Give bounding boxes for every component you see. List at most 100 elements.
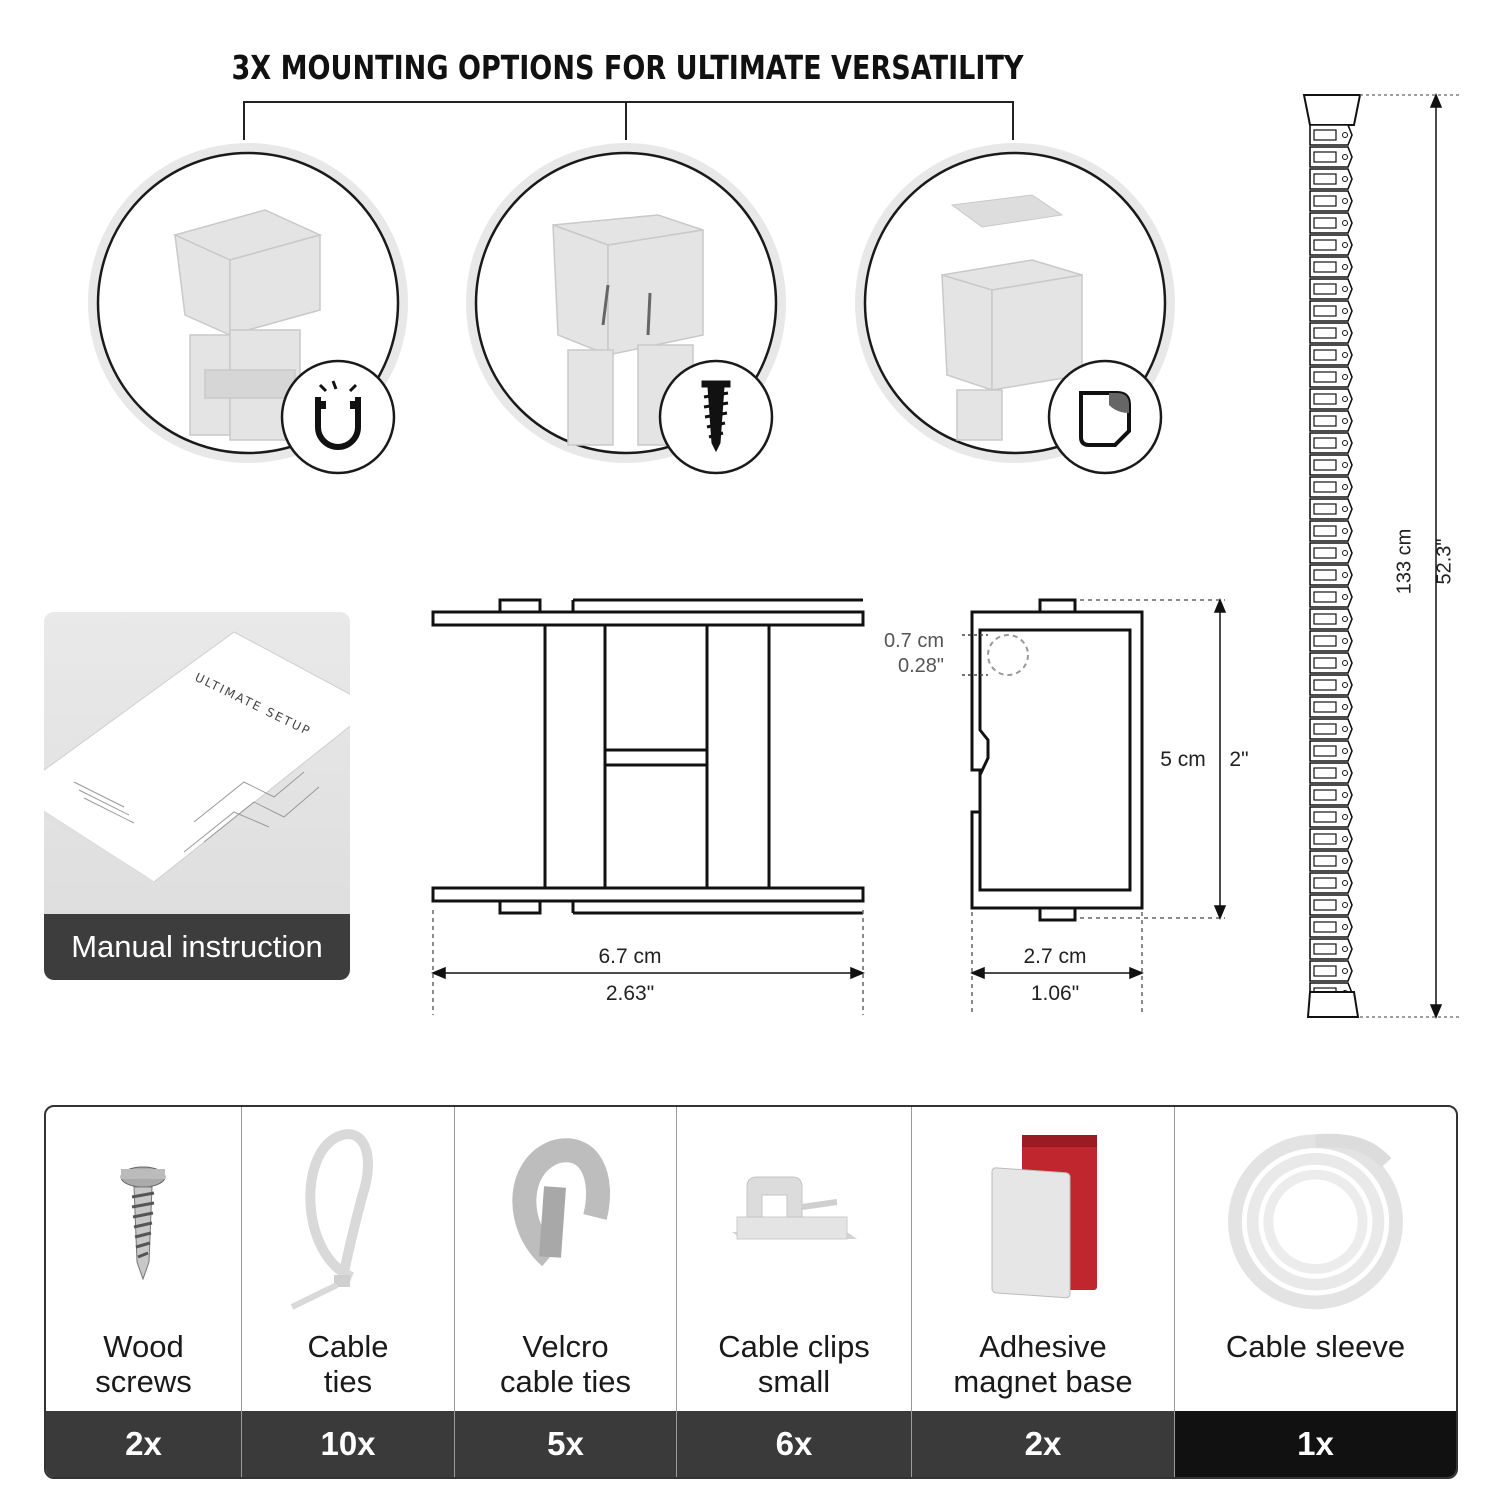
spine-link-window (1313, 723, 1337, 735)
spine-link-window (1313, 283, 1337, 295)
spine-link-window (1313, 151, 1337, 163)
spine-link-pin (1342, 814, 1348, 820)
front-view-drawing (431, 598, 865, 1015)
spine-link-window (1313, 833, 1337, 845)
spine-link-window (1313, 789, 1337, 801)
spine-link-window (1313, 415, 1337, 427)
spine-link-pin (1342, 462, 1348, 468)
front-width-in: 2.63" (605, 982, 655, 1005)
spine-length-cm: 133 cm (1393, 528, 1416, 595)
item-quantity: 10x (242, 1411, 454, 1477)
spine-link (1309, 564, 1353, 586)
item-name: Cable clips small (718, 1329, 870, 1399)
cable-sleeve-icon (1228, 1133, 1403, 1310)
spine-link-window (1313, 965, 1337, 977)
spine-link-window (1313, 855, 1337, 867)
spine-link-pin (1342, 792, 1348, 798)
magnet-icon (315, 380, 361, 450)
spine-link-pin (1342, 726, 1348, 732)
item-cell-cable-clips: Cable clips small 6x (677, 1107, 912, 1477)
spine-foot (1306, 991, 1360, 1018)
spine-link-window (1313, 613, 1337, 625)
spine-link-window (1313, 547, 1337, 559)
hole-size-cm: 0.7 cm (883, 630, 944, 652)
spine-link-pin (1342, 528, 1348, 534)
page-title: 3X MOUNTING OPTIONS FOR ULTIMATE VERSATI… (231, 48, 1024, 87)
spine-link-pin (1342, 330, 1348, 336)
spine-link-window (1313, 701, 1337, 713)
spine-link-pin (1342, 264, 1348, 270)
item-name: Velcro cable ties (500, 1329, 631, 1399)
item-name: Wood screws (95, 1329, 192, 1399)
magnet-icon-badge (280, 359, 396, 475)
adhesive-magnet-icon (991, 1135, 1097, 1299)
spine-link-pin (1342, 616, 1348, 622)
spine-link-window (1313, 195, 1337, 207)
spine-link (1309, 190, 1353, 212)
spine-link (1309, 234, 1353, 256)
spine-link-window (1313, 679, 1337, 691)
mounting-option-screw (466, 143, 786, 475)
manual-booklet-illustration: ULTIMATE SETUP (44, 631, 350, 888)
spine-link (1309, 542, 1353, 564)
spine-link-window (1313, 305, 1337, 317)
spine-link-pin (1342, 748, 1348, 754)
spine-link (1309, 388, 1353, 410)
spine-link-pin (1342, 770, 1348, 776)
spine-link-pin (1342, 836, 1348, 842)
item-quantity: 5x (455, 1411, 676, 1477)
bracket-illustration (172, 209, 323, 441)
spine-link (1309, 520, 1353, 542)
spine-link-pin (1342, 572, 1348, 578)
cable-tie-icon (290, 1129, 373, 1310)
spine-link-window (1313, 767, 1337, 779)
cable-spine-illustration (1302, 93, 1460, 1019)
spine-link-pin (1342, 220, 1348, 226)
spine-link-window (1313, 437, 1337, 449)
spine-link-pin (1342, 704, 1348, 710)
spine-link-pin (1342, 660, 1348, 666)
spine-link-pin (1342, 198, 1348, 204)
spine-link-window (1313, 745, 1337, 757)
spine-link (1309, 124, 1353, 146)
wood-screw-icon (120, 1166, 166, 1281)
front-width-cm: 6.7 cm (598, 945, 662, 968)
spine-link (1309, 784, 1353, 806)
spine-link-pin (1342, 418, 1348, 424)
spine-link-pin (1342, 352, 1348, 358)
side-width-in: 1.06" (1030, 982, 1080, 1005)
side-width-cm: 2.7 cm (1023, 945, 1087, 968)
spine-link-pin (1342, 484, 1348, 490)
screws-illustration (601, 284, 652, 336)
spine-link (1309, 146, 1353, 168)
spine-link-window (1313, 899, 1337, 911)
spine-link-window (1313, 173, 1337, 185)
spine-link-pin (1342, 286, 1348, 292)
spine-link-pin (1342, 858, 1348, 864)
spine-link-window (1313, 459, 1337, 471)
spine-link (1309, 872, 1353, 894)
spine-link-pin (1342, 902, 1348, 908)
included-items-table: Wood screws 2x Cable ties 10x Velcro cab… (44, 1105, 1458, 1479)
spine-link (1309, 828, 1353, 850)
spine-link-pin (1342, 132, 1348, 138)
spine-link (1309, 454, 1353, 476)
bracket-illustration (552, 214, 704, 446)
spine-link-window (1313, 921, 1337, 933)
spine-link-window (1313, 635, 1337, 647)
spine-link-window (1313, 349, 1337, 361)
velcro-tie-icon (512, 1138, 610, 1267)
item-quantity: 6x (677, 1411, 911, 1477)
spine-link-window (1313, 129, 1337, 141)
spine-head (1302, 94, 1362, 126)
spine-link (1309, 322, 1353, 344)
item-quantity: 1x (1175, 1411, 1456, 1477)
spine-link-window (1313, 525, 1337, 537)
spine-link (1309, 762, 1353, 784)
spine-link-pin (1342, 176, 1348, 182)
spine-link-window (1313, 811, 1337, 823)
spine-link (1309, 410, 1353, 432)
spine-link (1309, 300, 1353, 322)
spine-link (1309, 366, 1353, 388)
